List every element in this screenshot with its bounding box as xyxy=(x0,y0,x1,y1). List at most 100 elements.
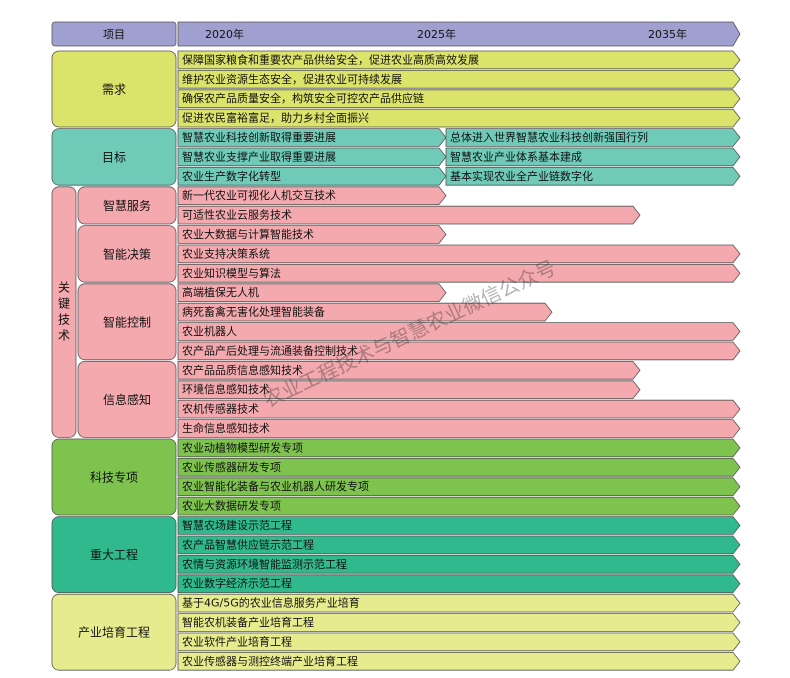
sci_projects-bar-label: 农业大数据研发专项 xyxy=(182,499,281,513)
key-tech-3-bar xyxy=(177,399,741,419)
demand-bar xyxy=(177,108,741,128)
category-demand xyxy=(51,50,177,128)
demand-bar-label: 促进农民富裕富足，助力乡村全面振兴 xyxy=(182,111,369,125)
sci_projects-bar-label: 农业传感器研发专项 xyxy=(182,460,281,474)
category-key-tech-label-char: 键 xyxy=(58,297,70,311)
category-key-tech xyxy=(51,186,77,438)
key-tech-3-bar-label: 环境信息感知技术 xyxy=(182,382,270,396)
major_projects-bar xyxy=(177,574,741,593)
industry-bar xyxy=(177,593,741,613)
key-tech-2-bar xyxy=(177,322,741,341)
header-label: 项目 xyxy=(103,28,125,41)
category-key-tech-label-char: 术 xyxy=(58,329,70,343)
major_projects-bar-label: 农业数字经济示范工程 xyxy=(182,576,292,590)
key-tech-0-bar xyxy=(177,186,447,205)
key-tech-2-bar xyxy=(177,302,553,322)
demand-bar-label: 保障国家粮食和重要农产品供给安全，促进农业高质高效发展 xyxy=(182,52,479,66)
key-tech-3-bar-label: 生命信息感知技术 xyxy=(182,421,270,435)
category-major_projects xyxy=(51,516,177,593)
key-tech-2-bar-label: 农业机器人 xyxy=(182,324,237,338)
key-tech-3-bar-label: 农产品品质信息感知技术 xyxy=(182,363,303,377)
demand-bar-label: 确保农产品质量安全，构筑安全可控农产品供应链 xyxy=(182,91,424,105)
major_projects-bar xyxy=(177,535,741,555)
category-demand-label: 需求 xyxy=(102,83,126,97)
key-tech-0-bar-label: 可适性农业云服务技术 xyxy=(182,208,292,222)
category-key-tech-label-char: 技 xyxy=(58,313,70,327)
industry-bar xyxy=(177,652,741,671)
sci_projects-bar xyxy=(177,438,741,458)
key-tech-1-bar-label: 农业知识模型与算法 xyxy=(182,266,281,280)
subcategory-0-label: 智慧服务 xyxy=(103,198,151,213)
category-industry-label: 产业培育工程 xyxy=(78,625,150,640)
major_projects-bar xyxy=(177,555,741,574)
sci_projects-bar xyxy=(177,477,741,496)
goal-bar-label: 农业生产数字化转型 xyxy=(182,169,281,183)
subcategory-2-label: 智能控制 xyxy=(103,314,151,329)
goal-bar-2035 xyxy=(445,167,741,186)
industry-bar-label: 农业传感器与测控终端产业培育工程 xyxy=(182,654,358,668)
key-tech-3-bar xyxy=(177,361,641,380)
key-tech-2-bar-label: 病死畜禽无害化处理智能装备 xyxy=(182,305,325,319)
timeline-year-0: 2020年 xyxy=(205,27,244,41)
industry-bar xyxy=(177,632,741,652)
timeline-year-2: 2035年 xyxy=(648,27,687,41)
header-label-box xyxy=(51,21,177,47)
timeline-year-1: 2025年 xyxy=(417,27,456,41)
key-tech-2-bar-label: 高端植保无人机 xyxy=(182,285,259,299)
goal-bar-label: 智慧农业支撑产业取得重要进展 xyxy=(182,149,336,163)
category-industry xyxy=(51,593,177,671)
major_projects-bar-label: 农情与资源环境智能监测示范工程 xyxy=(182,557,347,571)
subcategory-1 xyxy=(77,225,177,283)
sci_projects-bar-label: 农业智能化装备与农业机器人研发专项 xyxy=(182,479,369,493)
key-tech-1-bar-label: 农业大数据与计算智能技术 xyxy=(182,227,314,241)
sci_projects-bar xyxy=(177,496,741,516)
goal-bar-2035-label: 总体进入世界智慧农业科技创新强国行列 xyxy=(450,130,648,144)
category-goal xyxy=(51,128,177,186)
key-tech-3-bar xyxy=(177,380,641,399)
goal-bar xyxy=(177,167,447,186)
goal-bar-2035-label: 基本实现农业全产业链数字化 xyxy=(450,169,593,183)
key-tech-0-bar xyxy=(177,205,641,225)
subcategory-0 xyxy=(77,186,177,225)
demand-bar-label: 维护农业资源生态安全，促进农业可持续发展 xyxy=(182,72,402,86)
demand-bar xyxy=(177,50,741,70)
category-major_projects-label: 重大工程 xyxy=(90,547,138,562)
major_projects-bar-label: 农产品智慧供应链示范工程 xyxy=(182,537,314,551)
key-tech-0-bar-label: 新一代农业可视化人机交互技术 xyxy=(182,188,336,202)
key-tech-1-bar xyxy=(177,244,741,264)
goal-bar xyxy=(177,128,447,147)
subcategory-3-label: 信息感知 xyxy=(103,392,151,407)
subcategory-2 xyxy=(77,283,177,361)
key-tech-2-bar-label: 农产品产后处理与流通装备控制技术 xyxy=(182,343,358,357)
goal-bar xyxy=(177,147,447,167)
demand-bar xyxy=(177,89,741,108)
subcategory-1-label: 智能决策 xyxy=(103,246,151,261)
key-tech-1-bar xyxy=(177,264,741,283)
goal-bar-label: 智慧农业科技创新取得重要进展 xyxy=(182,130,336,144)
industry-bar-label: 智能农机装备产业培育工程 xyxy=(182,615,314,629)
industry-bar xyxy=(177,613,741,632)
category-goal-label: 目标 xyxy=(102,150,126,164)
sci_projects-bar xyxy=(177,458,741,477)
category-sci_projects-label: 科技专项 xyxy=(90,470,138,485)
subcategory-3 xyxy=(77,360,177,438)
key-tech-3-bar xyxy=(177,419,741,438)
timeline-arrow xyxy=(177,21,741,47)
goal-bar-2035 xyxy=(445,147,741,167)
key-tech-2-bar xyxy=(177,341,741,361)
key-tech-1-bar xyxy=(177,225,447,244)
category-key-tech-label-char: 关 xyxy=(58,281,70,295)
key-tech-3-bar-label: 农机传感器技术 xyxy=(182,402,259,416)
key-tech-1-bar-label: 农业支持决策系统 xyxy=(182,246,270,260)
sci_projects-bar-label: 农业动植物模型研发专项 xyxy=(182,440,303,454)
industry-bar-label: 基于4G/5G的农业信息服务产业培育 xyxy=(182,596,360,610)
major_projects-bar xyxy=(177,516,741,535)
industry-bar-label: 农业软件产业培育工程 xyxy=(182,634,292,648)
demand-bar xyxy=(177,70,741,89)
category-sci_projects xyxy=(51,438,177,516)
goal-bar-2035-label: 智慧农业产业体系基本建成 xyxy=(450,149,582,163)
major_projects-bar-label: 智慧农场建设示范工程 xyxy=(182,518,292,532)
goal-bar-2035 xyxy=(445,128,741,147)
key-tech-2-bar xyxy=(177,283,447,302)
